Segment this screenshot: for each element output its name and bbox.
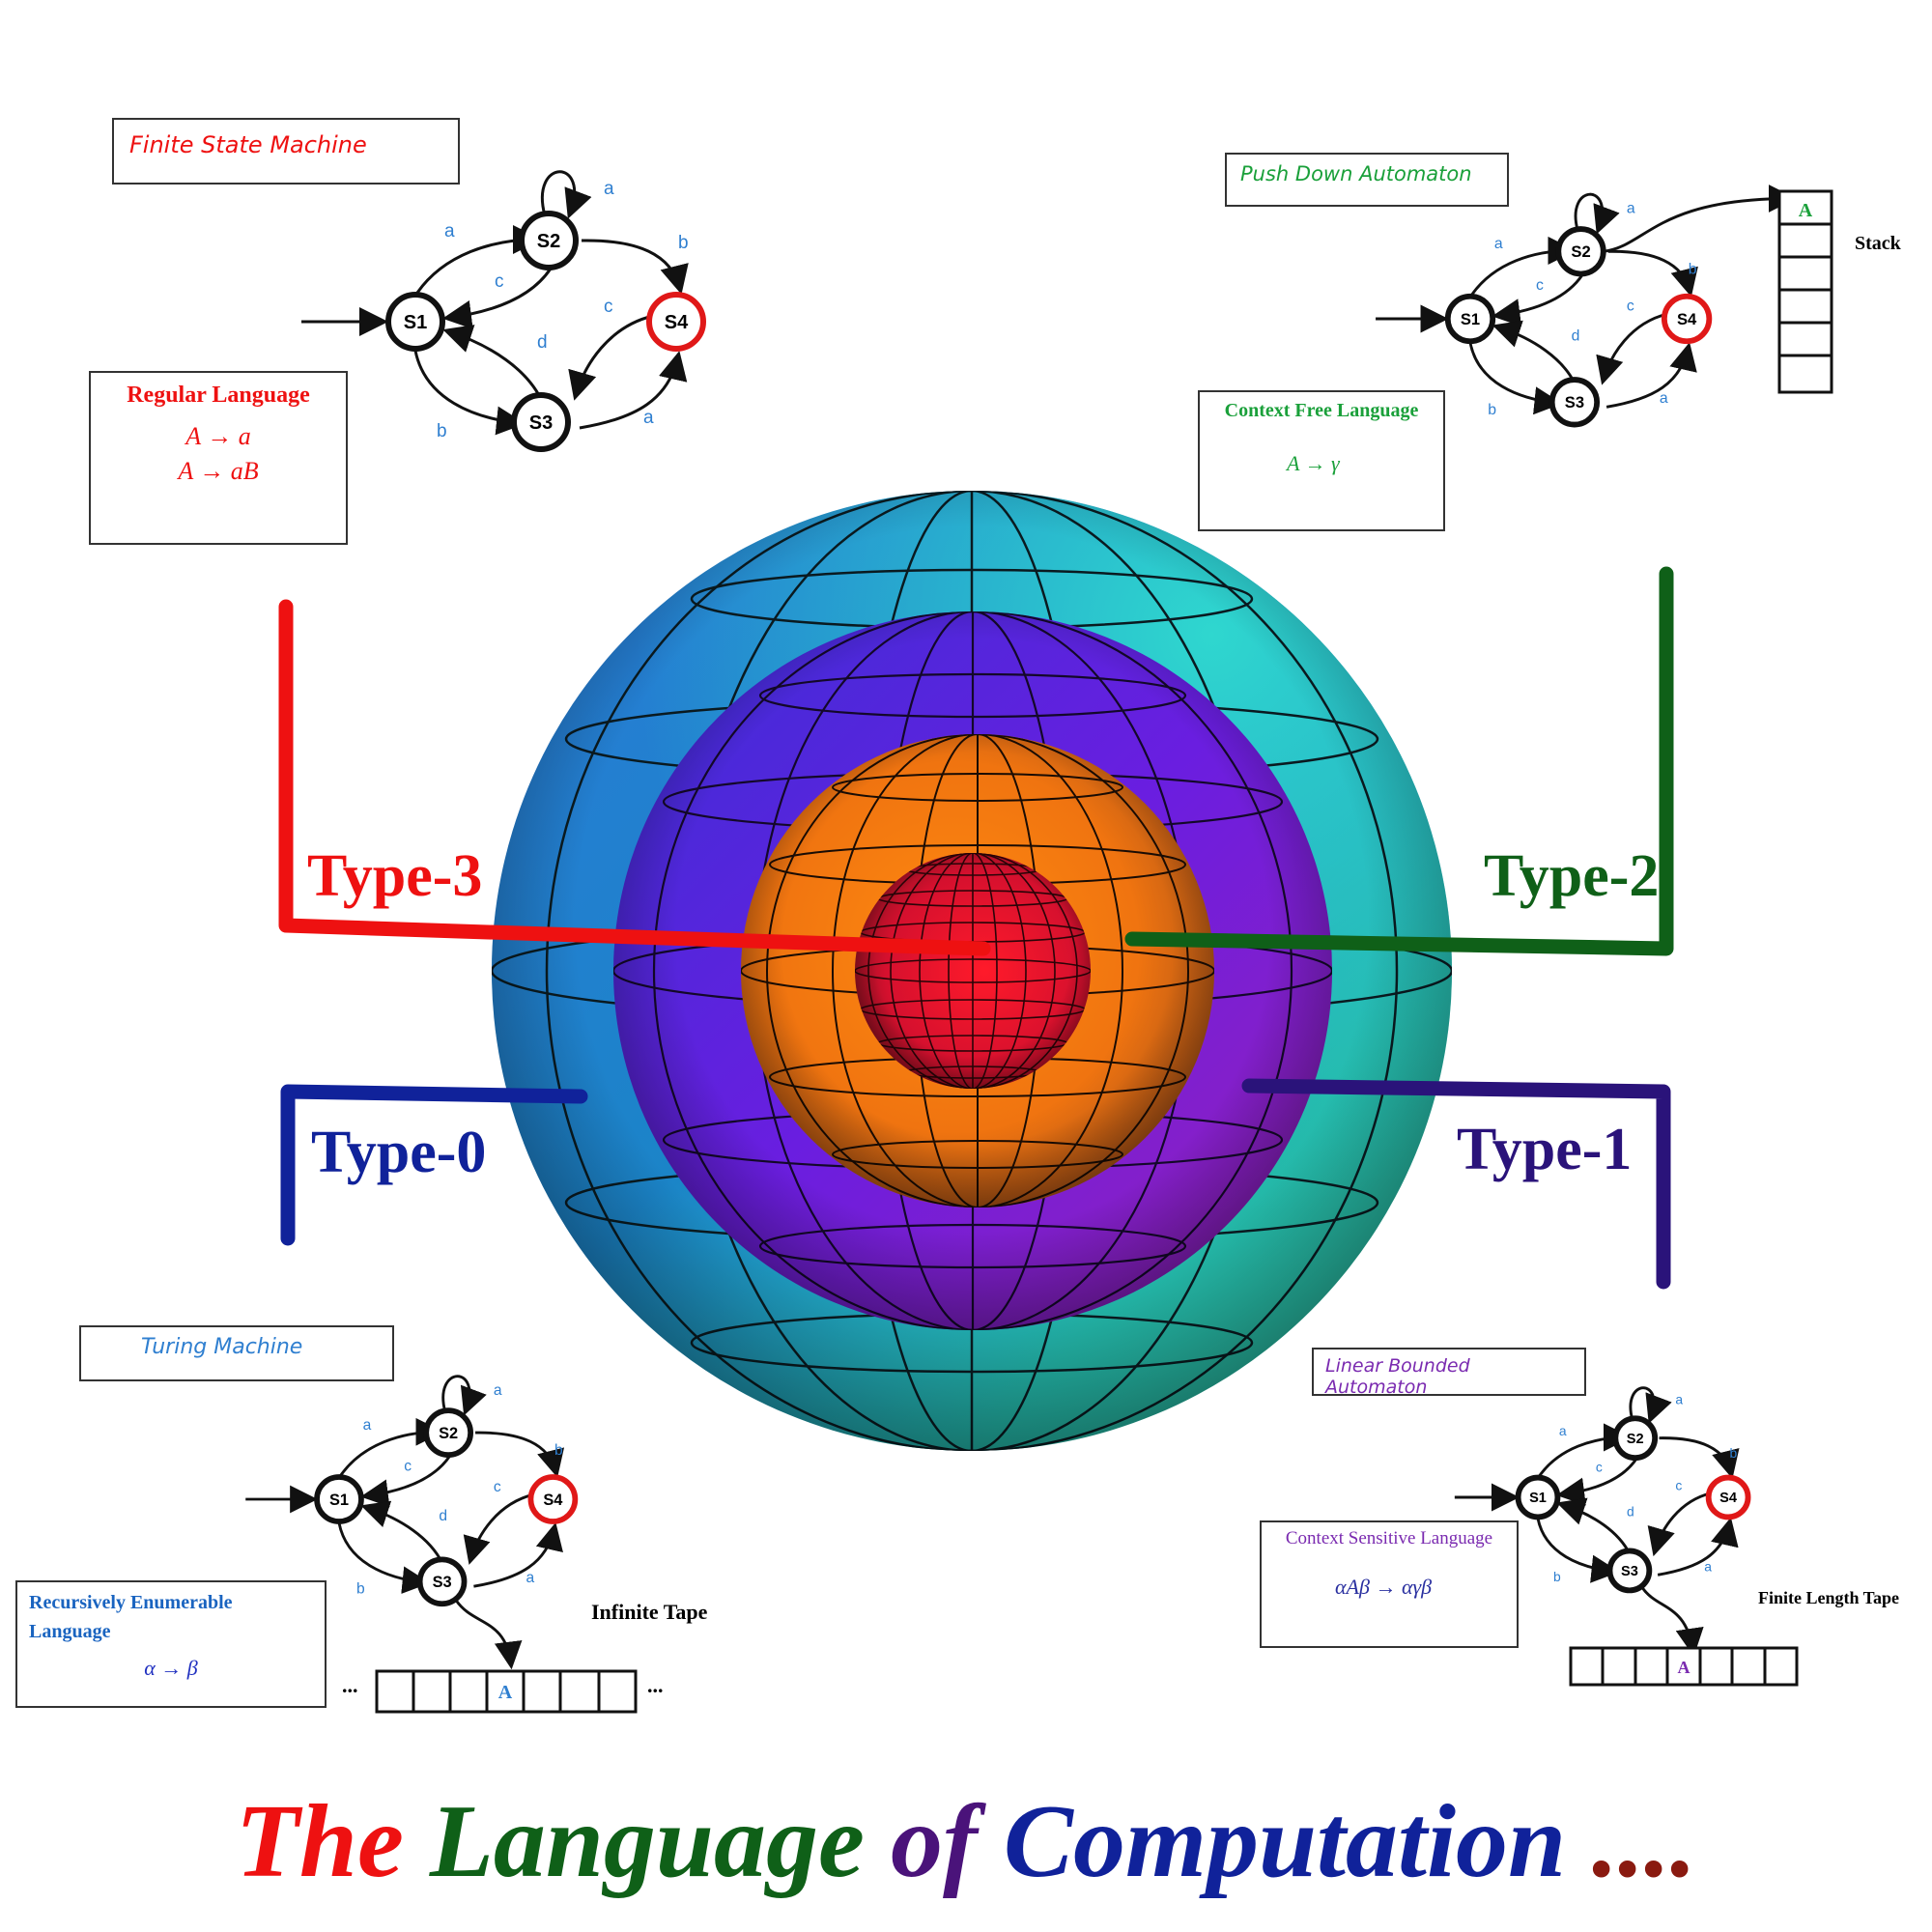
recursively-enumerable-rule: α → β bbox=[144, 1656, 198, 1680]
main-title: The Language of Computation .... bbox=[0, 1782, 1932, 1902]
context-sensitive-rule: αAβ → αγβ bbox=[1335, 1575, 1433, 1599]
red-sphere bbox=[855, 853, 1091, 1089]
context-free-language-title: Context Free Language bbox=[1224, 400, 1419, 421]
fsm-title-box: Finite State Machine bbox=[112, 118, 460, 185]
title-word-computation: Computation bbox=[1003, 1784, 1567, 1899]
lba-title-box: Linear Bounded Automaton bbox=[1312, 1348, 1586, 1398]
type0-connector bbox=[280, 1084, 588, 1246]
tm-title: Turing Machine bbox=[141, 1335, 303, 1359]
title-word-of: of bbox=[890, 1784, 978, 1899]
context-sensitive-language-title: Context Sensitive Language bbox=[1285, 1528, 1493, 1548]
context-free-rule: A → γ bbox=[1287, 451, 1340, 475]
recursively-enumerable-title: Recursively Enumerable Language bbox=[29, 1592, 233, 1642]
regular-rule: A → aB bbox=[178, 457, 259, 485]
pda-title: Push Down Automaton bbox=[1240, 162, 1472, 185]
type3-connector bbox=[278, 599, 991, 956]
context-sensitive-language-box: Context Sensitive Language αAβ → αγβ bbox=[1260, 1520, 1519, 1648]
pda-title-box: Push Down Automaton bbox=[1225, 153, 1509, 207]
fsm-title: Finite State Machine bbox=[129, 131, 367, 158]
type2-label: Type-2 bbox=[1484, 843, 1660, 909]
tm-title-box: Turing Machine bbox=[79, 1325, 394, 1381]
context-free-language-box: Context Free Language A → γ bbox=[1198, 390, 1445, 531]
regular-language-title: Regular Language bbox=[127, 383, 310, 408]
type2-connector bbox=[1124, 566, 1674, 956]
lba-title: Linear Bounded Automaton bbox=[1325, 1355, 1470, 1398]
recursively-enumerable-box: Recursively Enumerable Language α → β bbox=[15, 1580, 327, 1708]
title-ellipsis: .... bbox=[1592, 1784, 1697, 1899]
title-word-the: The bbox=[235, 1784, 404, 1899]
regular-language-box: Regular Language A → a A → aB bbox=[89, 371, 348, 545]
type3-label: Type-3 bbox=[307, 843, 483, 909]
type1-connector bbox=[1241, 1078, 1671, 1290]
regular-rule: A → a bbox=[185, 422, 251, 450]
type1-label: Type-1 bbox=[1457, 1117, 1633, 1182]
type0-label: Type-0 bbox=[311, 1120, 487, 1185]
title-word-language: Language bbox=[429, 1784, 865, 1899]
